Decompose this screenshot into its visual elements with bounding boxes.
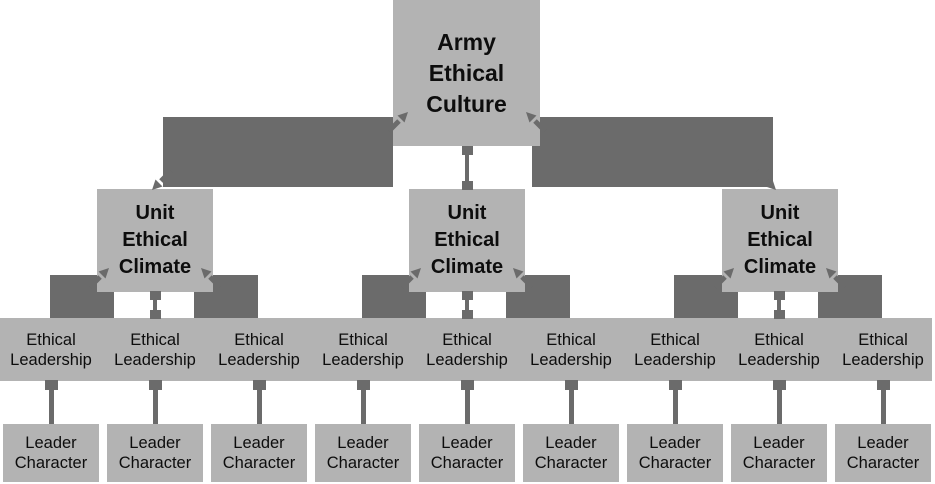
connector-stub-9 <box>877 380 890 424</box>
node-leader-character-6: Leader Character <box>523 424 619 482</box>
connector-double-arrow-unit1-band <box>149 291 161 319</box>
connector-line <box>153 390 158 424</box>
arrowhead-up-icon <box>149 291 161 300</box>
node-leader-character-4: Leader Character <box>315 424 411 482</box>
connector-double-arrow-root-unit2 <box>461 146 473 190</box>
connector-line <box>49 390 54 424</box>
connector-stub-2 <box>149 380 162 424</box>
connector-line <box>465 155 469 181</box>
connector-line <box>673 390 678 424</box>
arrow-down-left-icon <box>152 169 173 190</box>
arrowhead-down-icon <box>773 310 785 319</box>
node-ethical-leadership-8: Ethical Leadership <box>738 330 820 369</box>
connector-line <box>777 300 781 310</box>
arrow-up-right-icon <box>400 268 421 289</box>
connector-bar-right <box>532 117 773 187</box>
arrowhead-up-icon <box>773 380 786 390</box>
arrow-up-right-icon <box>88 268 109 289</box>
arrow-up-left-icon <box>526 112 547 133</box>
connector-line <box>257 390 262 424</box>
connector-stub-1 <box>45 380 58 424</box>
connector-stub-5 <box>461 380 474 424</box>
arrowhead-up-icon <box>565 380 578 390</box>
arrow-up-left-icon <box>201 268 222 289</box>
arrowhead-up-icon <box>461 380 474 390</box>
arrowhead-up-icon <box>253 380 266 390</box>
connector-double-arrow-unit3-band <box>773 291 785 319</box>
node-ethical-leadership-2: Ethical Leadership <box>114 330 196 369</box>
connector-stub-3 <box>253 380 266 424</box>
arrowhead-up-icon <box>149 380 162 390</box>
connector-line <box>361 390 366 424</box>
node-leader-character-1: Leader Character <box>3 424 99 482</box>
arrowhead-down-icon <box>461 181 473 190</box>
node-leader-character-8: Leader Character <box>731 424 827 482</box>
arrowhead-up-icon <box>877 380 890 390</box>
arrow-up-left-icon <box>513 268 534 289</box>
node-leader-character-7: Leader Character <box>627 424 723 482</box>
node-ethical-leadership-5: Ethical Leadership <box>426 330 508 369</box>
node-leader-character-9: Leader Character <box>835 424 931 482</box>
connector-stub-7 <box>669 380 682 424</box>
node-leader-character-2: Leader Character <box>107 424 203 482</box>
node-ethical-leadership-6: Ethical Leadership <box>530 330 612 369</box>
arrowhead-down-icon <box>149 310 161 319</box>
connector-line <box>153 300 157 310</box>
arrow-down-right-icon <box>755 169 776 190</box>
arrowhead-up-icon <box>461 146 473 155</box>
connector-bar-left <box>163 117 393 187</box>
node-unit-ethical-climate-3: Unit Ethical Climate <box>722 189 838 292</box>
connector-stub-4 <box>357 380 370 424</box>
connector-line <box>881 390 886 424</box>
node-ethical-leadership-4: Ethical Leadership <box>322 330 404 369</box>
arrowhead-up-icon <box>461 291 473 300</box>
node-army-ethical-culture: Army Ethical Culture <box>393 0 540 146</box>
connector-line <box>777 390 782 424</box>
connector-double-arrow-unit2-band <box>461 291 473 319</box>
arrowhead-down-icon <box>461 310 473 319</box>
connector-stub-8 <box>773 380 786 424</box>
node-unit-ethical-climate-2: Unit Ethical Climate <box>409 189 525 292</box>
arrow-up-right-icon <box>713 268 734 289</box>
arrowhead-up-icon <box>357 380 370 390</box>
node-unit-ethical-climate-1: Unit Ethical Climate <box>97 189 213 292</box>
node-ethical-leadership-9: Ethical Leadership <box>842 330 924 369</box>
connector-line <box>569 390 574 424</box>
node-leader-character-5: Leader Character <box>419 424 515 482</box>
connector-stub-6 <box>565 380 578 424</box>
node-ethical-leadership-7: Ethical Leadership <box>634 330 716 369</box>
arrow-up-left-icon <box>826 268 847 289</box>
arrowhead-up-icon <box>669 380 682 390</box>
node-ethical-leadership-3: Ethical Leadership <box>218 330 300 369</box>
connector-line <box>465 390 470 424</box>
arrow-up-right-icon <box>387 112 408 133</box>
arrowhead-up-icon <box>773 291 785 300</box>
ethical-leadership-band: Ethical Leadership Ethical Leadership Et… <box>0 318 932 381</box>
arrowhead-up-icon <box>45 380 58 390</box>
connector-line <box>465 300 469 310</box>
node-leader-character-3: Leader Character <box>211 424 307 482</box>
node-ethical-leadership-1: Ethical Leadership <box>10 330 92 369</box>
